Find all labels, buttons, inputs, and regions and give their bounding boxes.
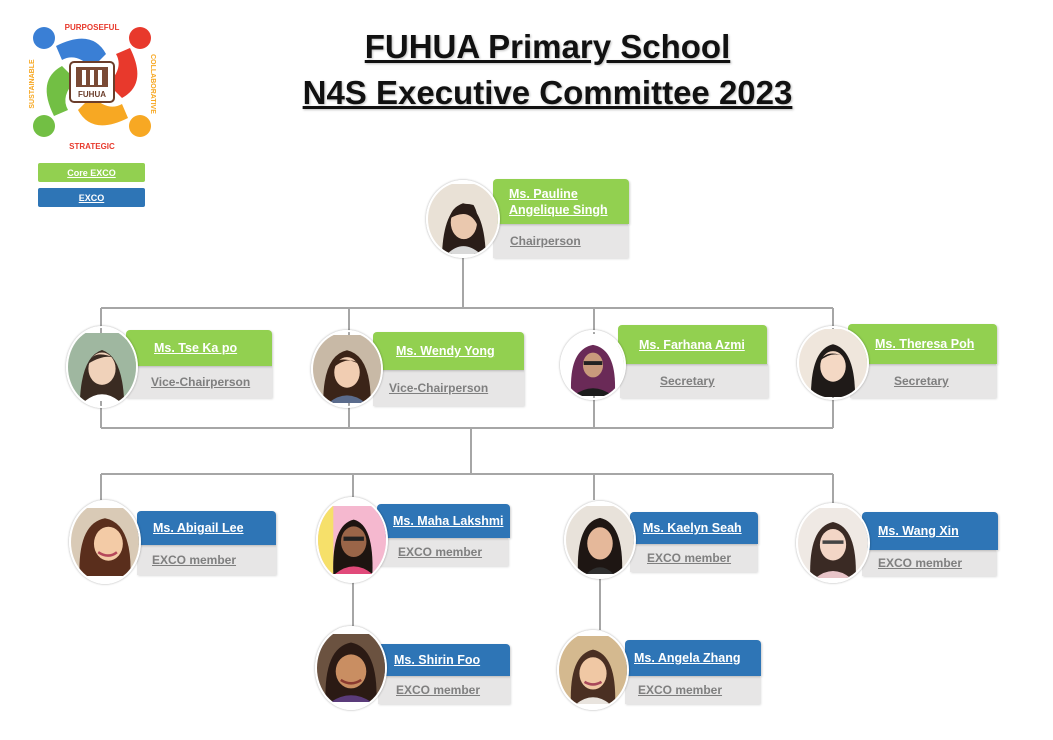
- member-role: EXCO member: [862, 550, 996, 576]
- svg-text:PURPOSEFUL: PURPOSEFUL: [65, 23, 120, 32]
- member-photo: [426, 180, 500, 258]
- member-photo: [557, 630, 629, 710]
- member-role: Vice-Chairperson: [373, 370, 524, 406]
- member-name: Ms. Kaelyn Seah: [630, 512, 758, 544]
- svg-text:COLLABORATIVE: COLLABORATIVE: [149, 54, 156, 114]
- member-name: Ms. Farhana Azmi: [618, 325, 767, 364]
- svg-text:SUSTAINABLE: SUSTAINABLE: [29, 59, 36, 109]
- member-photo: [315, 626, 387, 710]
- member-role: EXCO member: [377, 538, 508, 566]
- member-role: Secretary: [850, 364, 996, 398]
- page-subtitle: N4S Executive Committee 2023: [302, 74, 793, 111]
- member-photo: [560, 330, 626, 400]
- legend-exco: EXCO: [38, 188, 145, 207]
- member-name: Ms. Angela Zhang: [625, 640, 761, 676]
- member-role: EXCO member: [378, 676, 510, 704]
- member-photo: [797, 326, 869, 400]
- member-name: Ms. Pauline Angelique Singh: [493, 179, 629, 224]
- svg-text:STRATEGIC: STRATEGIC: [69, 142, 115, 151]
- member-name: Ms. Wendy Yong: [373, 332, 524, 370]
- svg-text:FUHUA: FUHUA: [78, 90, 106, 99]
- member-role: EXCO member: [137, 545, 276, 575]
- member-photo: [316, 497, 388, 583]
- member-role: Vice-Chairperson: [126, 366, 272, 398]
- member-role: EXCO member: [630, 544, 757, 572]
- member-role: Chairperson: [493, 224, 628, 258]
- member-name: Ms. Abigail Lee: [137, 511, 276, 545]
- member-name: Ms. Theresa Poh: [848, 324, 997, 364]
- page-title: FUHUA Primary School: [364, 28, 731, 65]
- member-name: Ms. Shirin Foo: [378, 644, 510, 676]
- legend-core-exco: Core EXCO: [38, 163, 145, 182]
- member-role: EXCO member: [625, 676, 760, 704]
- member-photo: [564, 501, 636, 579]
- member-name: Ms. Wang Xin: [862, 512, 998, 550]
- member-photo: [796, 503, 870, 583]
- school-logo: FUHUA PURPOSEFUL STRATEGIC COLLABORATIVE…: [26, 18, 158, 152]
- member-photo: [69, 500, 141, 584]
- member-name: Ms. Tse Ka po: [126, 330, 272, 366]
- member-photo: [311, 330, 383, 408]
- member-role: Secretary: [620, 364, 768, 398]
- member-name: Ms. Maha Lakshmi: [377, 504, 510, 538]
- member-photo: [66, 326, 138, 408]
